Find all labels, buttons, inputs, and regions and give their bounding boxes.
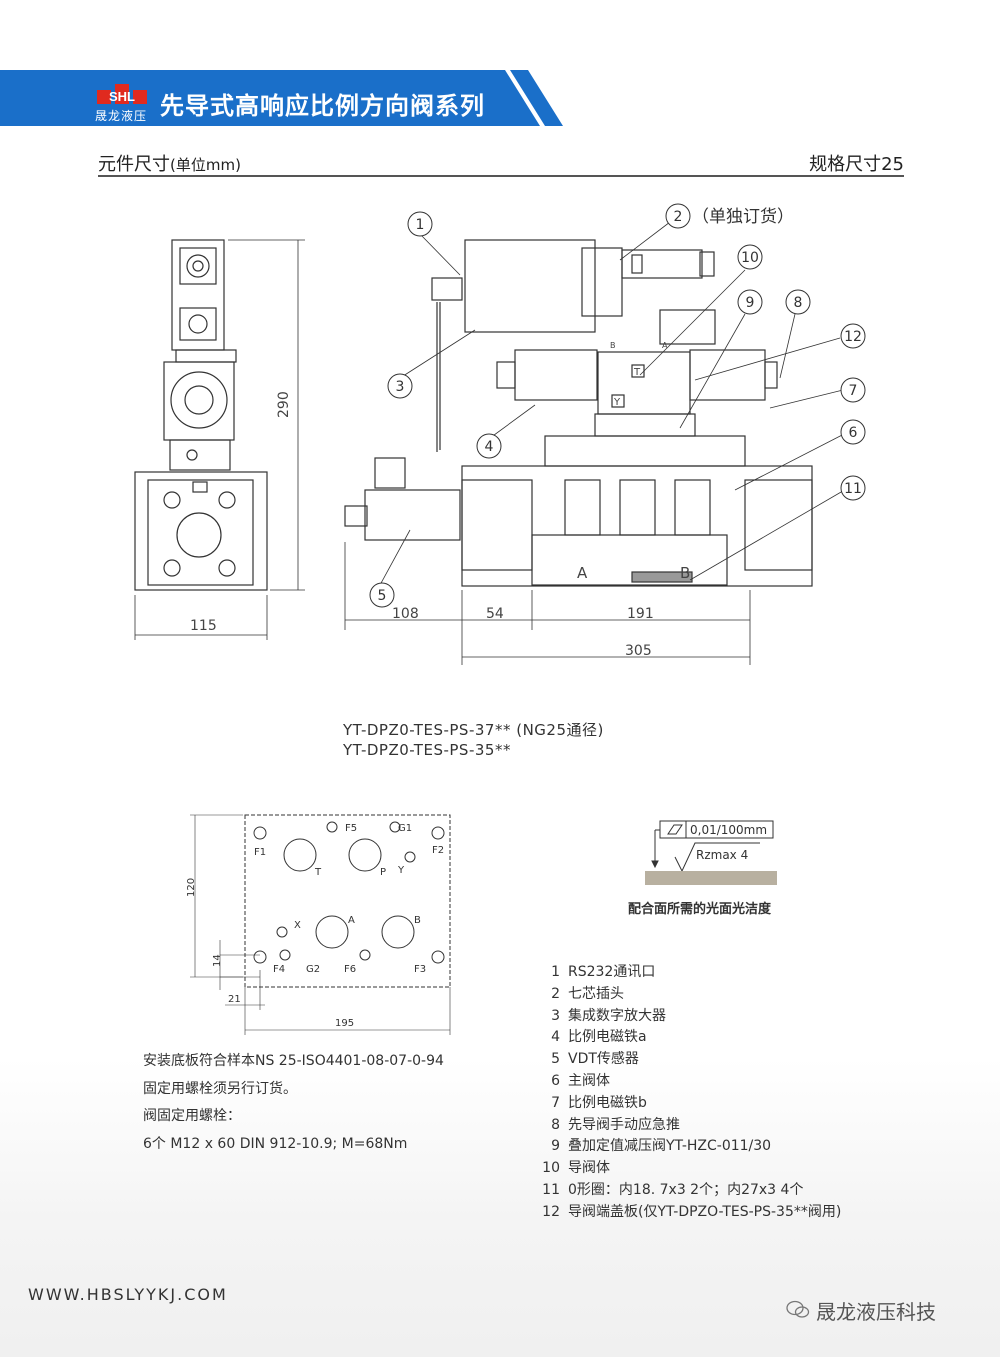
callout-7: 7 [849,383,858,399]
callout-3: 3 [396,379,405,395]
callout-6: 6 [849,425,858,441]
section-unit: (单位mm) [170,156,241,174]
dim-290: 290 [276,391,292,418]
dim-54: 54 [486,606,504,622]
plate-dim-120: 120 [186,878,197,897]
plate-label-f2: F2 [432,845,444,856]
plate-label-y: Y [397,865,405,876]
model-line-2: YT-DPZ0-TES-PS-35** [343,741,511,759]
wechat-icon [786,1300,810,1318]
dim-115: 115 [190,618,217,634]
callout-11: 11 [844,481,862,497]
port-t-label: T [633,367,641,378]
mounting-notes: 安装底板符合样本NS 25-ISO4401-08-07-0-94 固定用螺栓须另… [143,1048,444,1158]
callout-8: 8 [794,295,803,311]
port-a-label: A [577,564,588,582]
note-line-2: 固定用螺栓须另行订货。 [143,1080,297,1097]
plate-label-b: B [414,915,421,926]
section-title: 元件尺寸(单位mm) [98,154,241,175]
pilot-port-b: B [610,341,616,350]
pilot-port-a: A [662,341,668,350]
surface-finish-caption: 配合面所需的光面光洁度 [628,902,772,917]
surface-finish-symbol: 0,01/100mm Rzmax 4 [645,820,777,885]
size-spec: 规格尺寸25 [809,154,904,175]
port-y-label: Y [613,397,621,408]
header-banner [0,70,565,126]
dim-108: 108 [392,606,419,622]
flatness-tolerance: 0,01/100mm [690,823,767,837]
plate-label-f3: F3 [414,964,426,975]
plate-label-f5: F5 [345,823,357,834]
plate-label-f1: F1 [254,847,266,858]
plate-label-a: A [348,915,355,926]
note-line-3: 阀固定用螺栓： [143,1108,241,1124]
plate-label-x: X [294,920,301,931]
callout-2-note: （单独订货） [692,207,794,227]
website-url[interactable]: WWW.HBSLYYKJ.COM [28,1285,228,1304]
plate-dim-21: 21 [228,994,241,1005]
plate-dim-195: 195 [335,1018,354,1029]
note-line-4: 6个 M12 x 60 DIN 912-10.9; M=68Nm [143,1135,408,1152]
callout-4: 4 [485,439,494,455]
side-view [134,239,305,640]
plate-label-t: T [314,867,322,878]
page-title: 先导式高响应比例方向阀系列 [160,92,485,120]
plate-label-g2: G2 [306,964,320,975]
plate-label-g1: G1 [398,823,412,834]
dim-305: 305 [625,643,652,659]
callout-10: 10 [741,250,759,266]
note-line-1: 安装底板符合样本NS 25-ISO4401-08-07-0-94 [143,1053,444,1069]
front-view [344,221,849,665]
callout-2: 2 [674,209,683,225]
company-subtitle: 晟龙液压 [95,109,148,123]
valve-dimension-drawing: 290 115 [134,203,866,665]
callout-1: 1 [416,217,425,233]
port-b-label: B [680,564,690,582]
callout-5: 5 [378,588,387,604]
section-divider [98,175,904,177]
wechat-account-name: 晟龙液压科技 [816,1300,936,1324]
dim-191: 191 [627,606,654,622]
logo-text: SHL [109,89,135,104]
plate-label-p: P [380,867,386,878]
callout-9: 9 [746,295,755,311]
plate-label-f4: F4 [273,964,285,975]
plate-dim-14: 14 [212,954,223,967]
model-numbers: YT-DPZ0-TES-PS-37** (NG25通径) YT-DPZ0-TES… [343,720,604,760]
plate-label-f6: F6 [344,964,356,975]
model-line-1: YT-DPZ0-TES-PS-37** (NG25通径) [343,721,604,739]
roughness-value: Rzmax 4 [696,848,748,862]
callout-12: 12 [844,329,862,345]
company-logo: SHL [97,84,147,104]
mounting-plate-drawing: F5 G1 F1 F2 T P Y X A B F4 G2 F6 F3 120 … [186,814,451,1035]
